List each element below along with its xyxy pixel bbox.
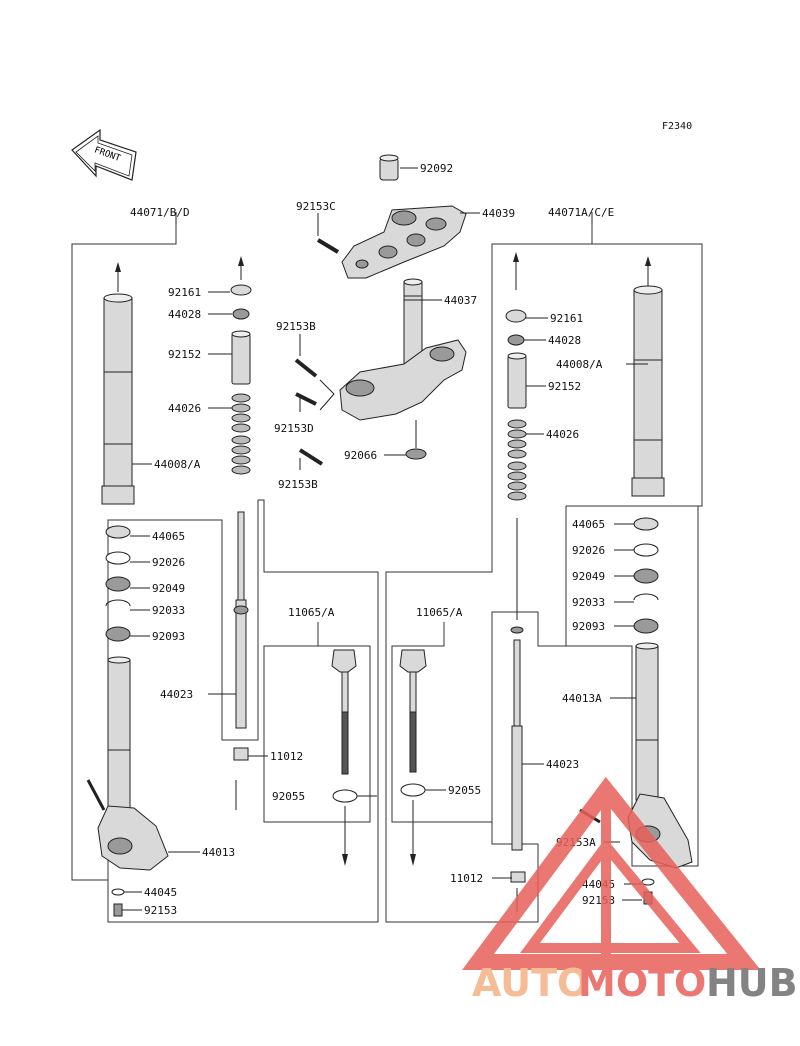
part-label: 92055 [272, 790, 305, 803]
part-label: 92153 [144, 904, 177, 917]
part-label: 92049 [572, 570, 605, 583]
part-label: 92092 [420, 162, 453, 175]
part-label: 44065 [152, 530, 185, 543]
part-label: 92026 [572, 544, 605, 557]
part-label: 44028 [548, 334, 581, 347]
part-label: 92093 [572, 620, 605, 633]
watermark-auto: AUTO [472, 961, 589, 1005]
upper-triple-clamp [316, 154, 467, 279]
part-label: 92066 [344, 449, 377, 462]
right-seal-stack [633, 517, 659, 634]
left-kit-parts [331, 649, 358, 866]
kit-label-right: 11065/A [416, 606, 463, 619]
part-label: 44045 [144, 886, 177, 899]
part-label: 92033 [572, 596, 605, 609]
right-fork-tube [631, 256, 665, 497]
part-label: 44008/A [556, 358, 603, 371]
part-label: 92049 [152, 582, 185, 595]
part-label: 92055 [448, 784, 481, 797]
part-label: 44023 [160, 688, 193, 701]
front-arrow-icon: FRONT [71, 128, 137, 181]
part-label: 92152 [548, 380, 581, 393]
part-label: 92033 [152, 604, 185, 617]
part-label: 92153B [278, 478, 318, 491]
part-label: 44026 [168, 402, 201, 415]
part-label: 92026 [152, 556, 185, 569]
part-label: 92093 [152, 630, 185, 643]
right-damper-parts [505, 252, 527, 912]
part-label: 44026 [546, 428, 579, 441]
part-label: 11012 [450, 872, 483, 885]
left-fork-tube [101, 262, 135, 505]
group-label-right: 44071A/C/E [548, 206, 614, 219]
part-label: 44008/A [154, 458, 201, 471]
group-brackets [71, 212, 703, 923]
watermark-hub: HUB [706, 961, 798, 1005]
part-label: 92152 [168, 348, 201, 361]
watermark-logo: AUTO MOTO HUB [462, 776, 798, 1005]
part-labels: 44071/B/D 44071A/C/E 11065/A 11065/A 920… [130, 162, 615, 917]
left-damper-parts [230, 256, 252, 810]
part-label: 44013 [202, 846, 235, 859]
lower-triple-clamp [294, 278, 467, 466]
kit-label-left: 11065/A [288, 606, 335, 619]
part-label: 11012 [270, 750, 303, 763]
part-label: 44037 [444, 294, 477, 307]
right-kit-parts [399, 649, 427, 866]
left-seal-stack [105, 525, 131, 642]
part-label: 92161 [168, 286, 201, 299]
part-label: 44065 [572, 518, 605, 531]
part-label: 44028 [168, 308, 201, 321]
part-label: 92153B [276, 320, 316, 333]
part-label: 92153D [274, 422, 314, 435]
left-lower-leg [86, 656, 169, 917]
part-label: 44023 [546, 758, 579, 771]
figure-code: F2340 [662, 121, 692, 132]
part-label: 92161 [550, 312, 583, 325]
part-label: 92153C [296, 200, 336, 213]
group-label-left: 44071/B/D [130, 206, 190, 219]
watermark-moto: MOTO [578, 961, 706, 1005]
part-label: 44039 [482, 207, 515, 220]
leader-lines [122, 167, 648, 911]
part-label: 44013A [562, 692, 602, 705]
